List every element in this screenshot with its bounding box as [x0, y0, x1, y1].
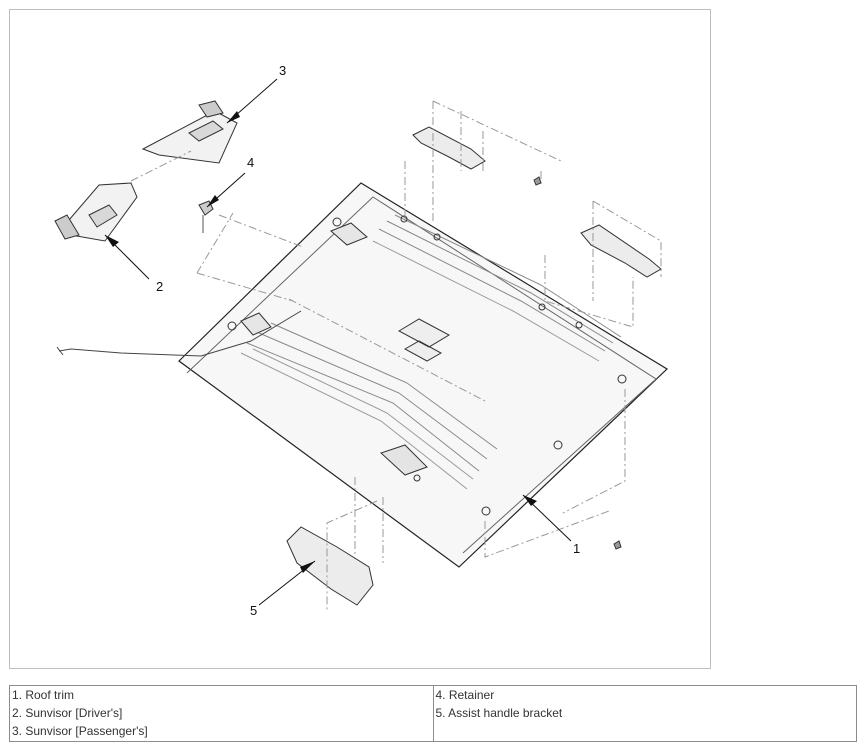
legend-column-left: 1. Roof trim 2. Sunvisor [Driver's] 3. S… — [9, 685, 434, 742]
retainer — [198, 200, 214, 233]
rear-bracket-left — [412, 126, 486, 170]
arrowheads — [105, 111, 537, 573]
projection-lines — [130, 100, 662, 611]
callout-4: 4 — [247, 155, 255, 170]
legend-item-sunvisor-passenger: 3. Sunvisor [Passenger's] — [12, 724, 148, 738]
callout-3: 3 — [279, 63, 287, 78]
sunvisor-passenger — [141, 100, 238, 164]
legend-item-assist-handle-bracket: 5. Assist handle bracket — [435, 706, 563, 720]
legend-item-retainer: 4. Retainer — [435, 688, 495, 702]
legend-item-sunvisor-driver: 2. Sunvisor [Driver's] — [12, 706, 123, 720]
sunvisor-driver — [54, 182, 138, 242]
legend-column-right: 4. Retainer 5. Assist handle bracket — [432, 685, 857, 742]
assist-handle-bracket — [286, 526, 374, 606]
exploded-diagram-frame: 3 4 2 1 5 — [9, 9, 711, 669]
parts-legend-table: 1. Roof trim 2. Sunvisor [Driver's] 3. S… — [9, 685, 857, 742]
callout-5: 5 — [250, 603, 258, 618]
roof-trim-panel — [56, 182, 668, 568]
callout-1: 1 — [573, 541, 581, 556]
loose-clip — [533, 176, 622, 550]
callout-2: 2 — [156, 279, 164, 294]
legend-item-roof-trim: 1. Roof trim — [12, 688, 75, 702]
roof-trim-exploded-drawing — [54, 78, 668, 611]
rear-bracket-right — [580, 224, 662, 278]
